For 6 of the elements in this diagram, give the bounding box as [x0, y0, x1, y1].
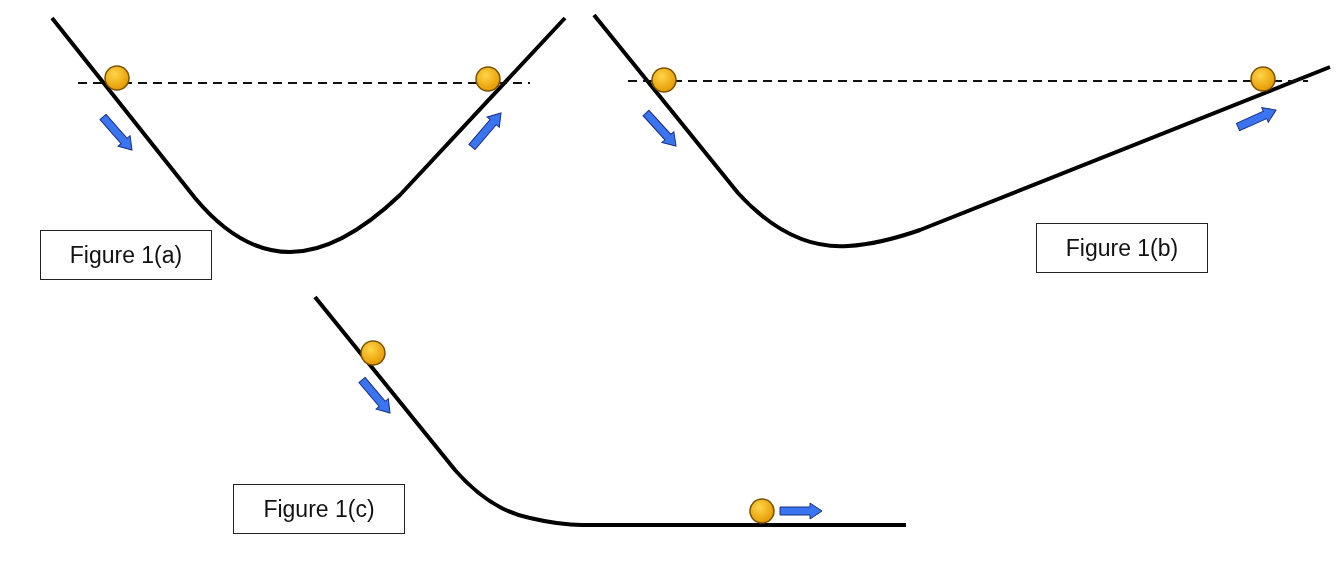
figure-label-box — [1036, 223, 1208, 273]
figure-label-box — [40, 230, 212, 280]
figure-label: Figure 1(c) — [263, 495, 375, 523]
figure-label-box — [233, 484, 405, 534]
figure-label: Figure 1(a) — [69, 241, 183, 269]
figure-label: Figure 1(b) — [1065, 234, 1179, 262]
